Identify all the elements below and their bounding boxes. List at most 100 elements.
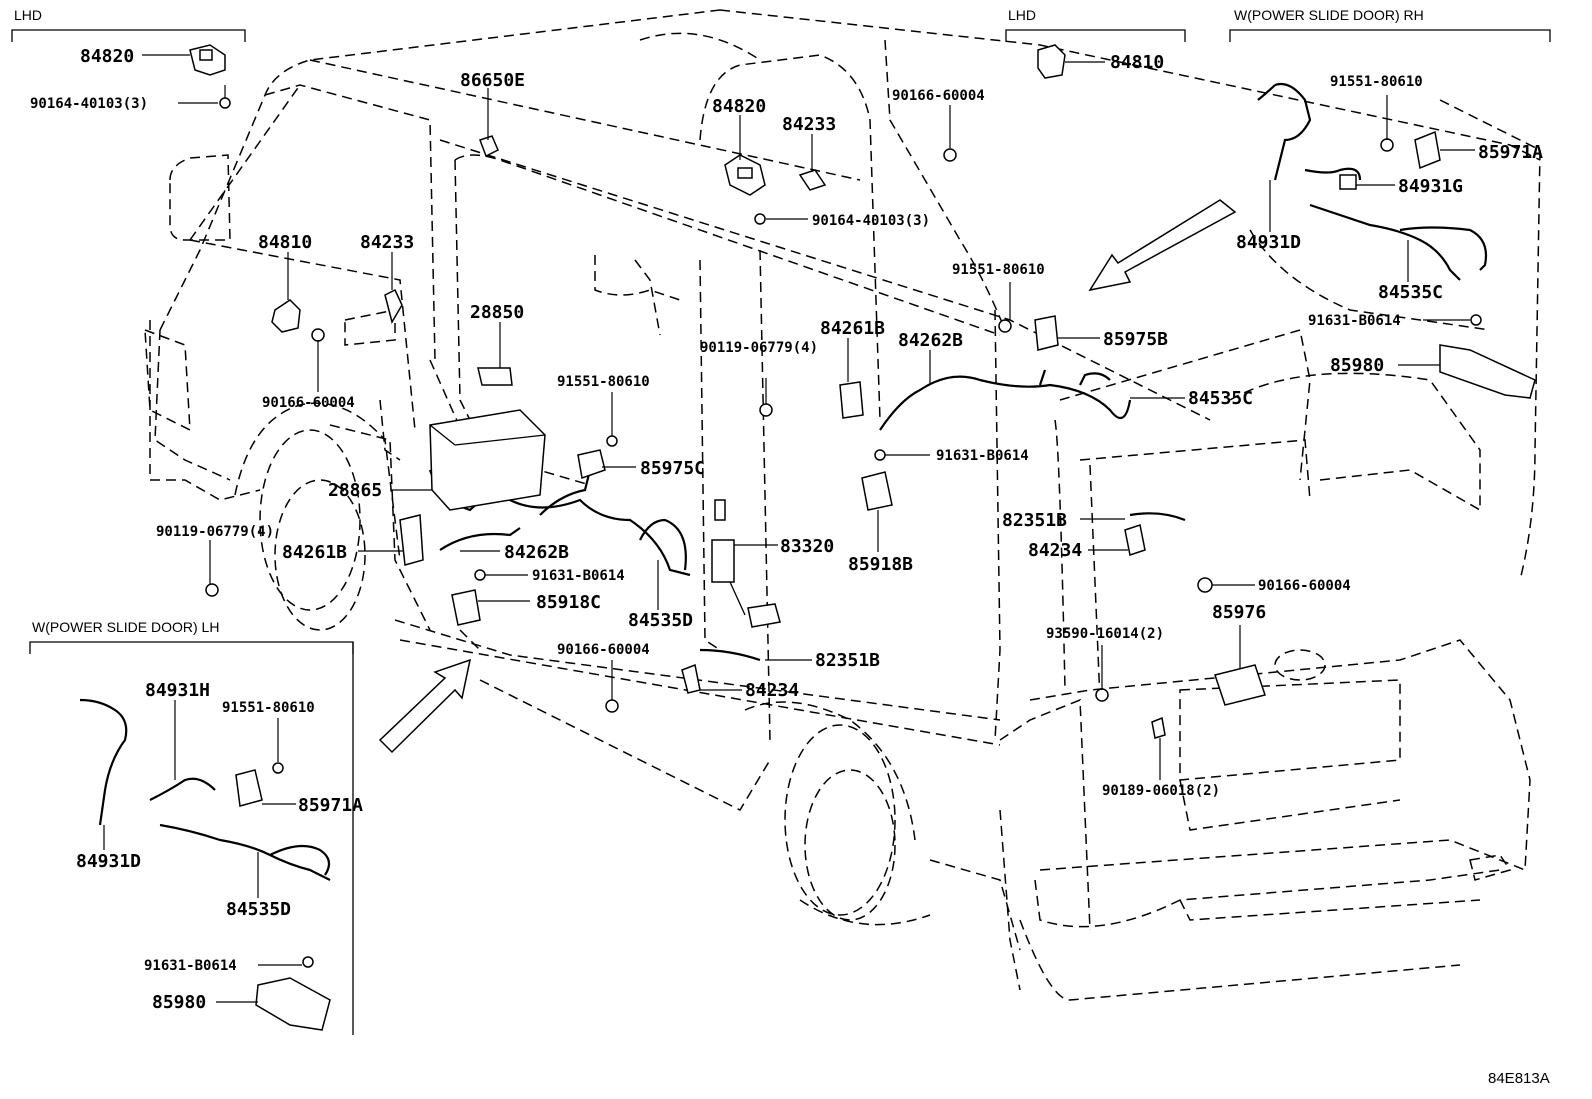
part-label: 84535C: [1378, 282, 1443, 303]
bolt-icon: [1470, 314, 1482, 326]
part-label: 84262B: [898, 330, 963, 351]
relay-28850-icon: [477, 367, 513, 386]
arrow-icon: [1088, 199, 1237, 292]
connector-84261B-icon: [839, 381, 864, 419]
part-label: 85918B: [848, 554, 913, 575]
part-label: 84810: [258, 232, 312, 253]
part-label: 84261B: [282, 542, 347, 563]
section-psd-rh: W(POWER SLIDE DOOR) RH: [1229, 7, 1551, 42]
bracket-84233-icon: [798, 169, 827, 191]
handle-85980-rh-icon: [1439, 344, 1536, 399]
section-title-psd-rh: W(POWER SLIDE DOOR) RH: [1234, 7, 1424, 23]
part-label: 85975C: [640, 458, 705, 479]
bolt-icon: [1197, 577, 1213, 593]
switch-84820-lhd-icon: [189, 44, 226, 76]
part-label: 84261B: [820, 318, 885, 339]
part-label: 90189-06018(2): [1102, 783, 1220, 799]
battery-icon: [429, 409, 546, 511]
part-label: 82351B: [1002, 510, 1067, 531]
switch-84820-icon: [724, 154, 766, 196]
leader-lines: [103, 54, 1475, 1003]
part-label: 85918C: [536, 592, 601, 613]
section-title-lhd-left: LHD: [14, 7, 42, 23]
part-label: 84810: [1110, 52, 1164, 73]
part-label: 84820: [80, 46, 134, 67]
part-label: 84262B: [504, 542, 569, 563]
part-label: 85976: [1212, 602, 1266, 623]
bolt-icon: [1380, 138, 1394, 152]
part-label: 93590-16014(2): [1046, 626, 1164, 642]
switch-84810-lhd-icon: [1037, 44, 1066, 79]
bolt-icon: [754, 213, 766, 225]
part-label: 85975B: [1103, 329, 1168, 350]
sensor-84234-icon: [681, 663, 701, 694]
switch-84810-icon: [271, 299, 301, 333]
part-label: 91551-80610: [1330, 74, 1423, 90]
switch-85918C-icon: [451, 589, 481, 626]
control-unit-85976-icon: [1214, 664, 1266, 706]
part-label: 86650E: [460, 70, 525, 91]
part-label: 90164-40103(3): [30, 96, 148, 112]
part-label: 28865: [328, 480, 382, 501]
part-label: 90164-40103(3): [812, 213, 930, 229]
connector-84931G-icon: [1339, 174, 1357, 190]
sensor-84234-right-icon: [1124, 524, 1146, 556]
wire-harnesses: [79, 82, 1488, 881]
bolt-icon: [943, 148, 957, 162]
part-label: 91631-B0614: [936, 448, 1029, 464]
bolt-icon: [205, 583, 219, 597]
part-label: 84535C: [1188, 388, 1253, 409]
bolt-icon: [272, 762, 284, 774]
module-85975B-icon: [1034, 315, 1059, 351]
part-label: 84931D: [76, 851, 141, 872]
fuel-sender-83320-icon: [711, 499, 781, 628]
section-lhd-top: LHD: [1005, 7, 1186, 42]
part-label: 85971A: [298, 795, 363, 816]
section-title-lhd-top: LHD: [1008, 7, 1036, 23]
part-label: 84820: [712, 96, 766, 117]
van-body-outline: [144, 9, 1541, 1001]
clip-86650E-icon: [479, 135, 499, 158]
bolt-icon: [998, 319, 1012, 333]
module-85971A-lh-icon: [235, 769, 263, 807]
bolt-icon: [605, 699, 619, 713]
part-label: 91551-80610: [222, 700, 315, 716]
part-label: 28850: [470, 302, 524, 323]
part-label: 85971A: [1478, 142, 1543, 163]
part-label: 90166-60004: [892, 88, 985, 104]
section-psd-lh: W(POWER SLIDE DOOR) LH: [29, 619, 354, 1035]
module-85971A-rh-icon: [1414, 130, 1441, 170]
section-lhd-left: LHD: [11, 7, 246, 42]
part-label: 84233: [360, 232, 414, 253]
part-label: 85980: [152, 992, 206, 1013]
bolt-icon: [874, 449, 886, 461]
bolt-icon: [474, 569, 486, 581]
part-icons: [189, 44, 1536, 1031]
arrow-icon: [378, 658, 472, 754]
bolt-icon: [1095, 688, 1109, 702]
part-label: 90119-06779(4): [700, 340, 818, 356]
switch-85918B-icon: [861, 471, 893, 511]
part-label: 91551-80610: [952, 262, 1045, 278]
part-label: 83320: [780, 536, 834, 557]
module-85975C-icon: [577, 449, 606, 479]
part-label: 91631-B0614: [1308, 313, 1401, 329]
part-label: 90119-06779(4): [156, 524, 274, 540]
part-label: 91631-B0614: [532, 568, 625, 584]
part-label: 85980: [1330, 355, 1384, 376]
part-label: 84234: [745, 680, 799, 701]
part-labels: 84820 90164-40103(3) 86650E 84820 84233 …: [30, 46, 1550, 1087]
bolt-icon: [302, 956, 314, 968]
part-label: 91551-80610: [557, 374, 650, 390]
bolt-icon: [759, 403, 773, 417]
part-label: 84233: [782, 114, 836, 135]
part-label: 90166-60004: [262, 395, 355, 411]
part-label: 84931H: [145, 680, 210, 701]
part-label: 90166-60004: [1258, 578, 1351, 594]
connector-84261B-left-icon: [399, 514, 424, 566]
diagram-id: 84E813A: [1488, 1070, 1550, 1087]
bolt-icon: [606, 435, 618, 447]
part-label: 90166-60004: [557, 642, 650, 658]
